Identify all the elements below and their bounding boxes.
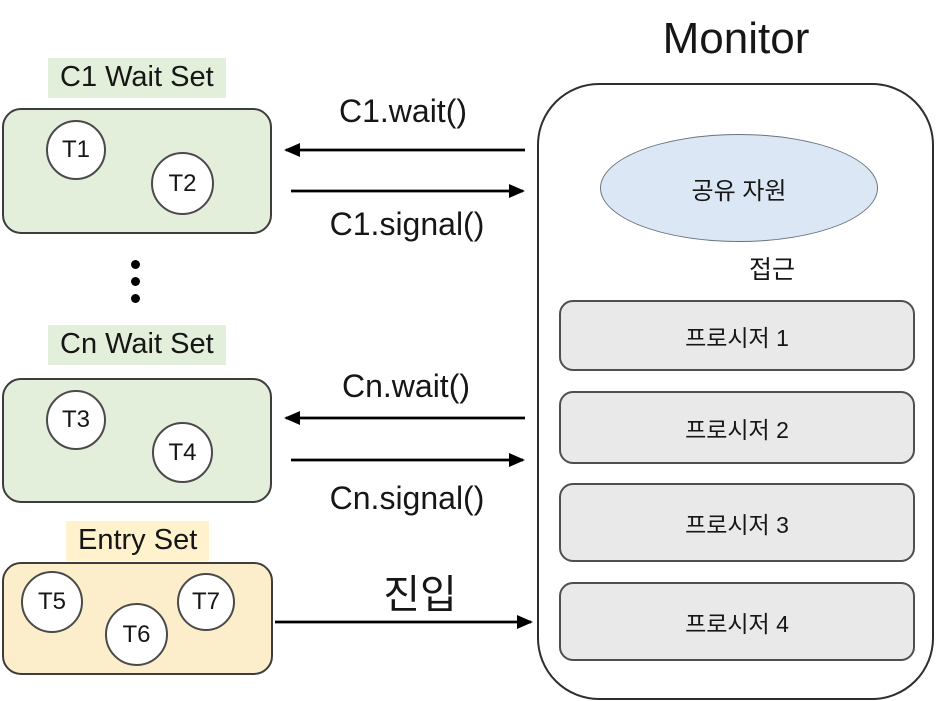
cn-wait-set-label: Cn Wait Set — [48, 325, 226, 365]
thread-circle-t5: T5 — [21, 571, 83, 633]
entry-arrow-label: 진입 — [383, 573, 457, 617]
procedure-box-2: 프로시저 2 — [559, 391, 915, 464]
procedure-label: 프로시저 2 — [685, 416, 789, 443]
c1-signal-call-label: C1.signal() — [329, 206, 485, 242]
thread-circle-t3: T3 — [46, 390, 106, 450]
shared-resource-label: 공유 자원 — [691, 177, 787, 205]
procedure-box-3: 프로시저 3 — [559, 483, 915, 562]
procedure-label: 프로시저 1 — [685, 324, 789, 351]
cn-wait-set-box — [2, 378, 272, 503]
monitor-title: Monitor — [662, 14, 810, 63]
thread-circle-t6: T6 — [105, 603, 168, 666]
cn-wait-call-label: Cn.wait() — [341, 368, 471, 404]
procedure-label: 프로시저 3 — [685, 511, 789, 538]
thread-circle-t4: T4 — [152, 422, 213, 483]
thread-circle-t7: T7 — [177, 573, 235, 631]
access-label: 접근 — [749, 256, 796, 284]
cn-signal-call-label: Cn.signal() — [329, 480, 485, 516]
entry-set-label: Entry Set — [66, 521, 210, 561]
thread-circle-t2: T2 — [151, 152, 214, 215]
ellipsis-dots-icon — [131, 260, 140, 303]
c1-wait-call-label: C1.wait() — [338, 93, 468, 129]
procedure-label: 프로시저 4 — [685, 610, 789, 637]
shared-resource-ellipse: 공유 자원 — [600, 134, 878, 242]
c1-wait-set-label: C1 Wait Set — [48, 58, 226, 98]
procedure-box-1: 프로시저 1 — [559, 300, 915, 371]
procedure-box-4: 프로시저 4 — [559, 582, 915, 661]
thread-circle-t1: T1 — [46, 120, 106, 180]
c1-wait-set-box — [2, 108, 272, 234]
